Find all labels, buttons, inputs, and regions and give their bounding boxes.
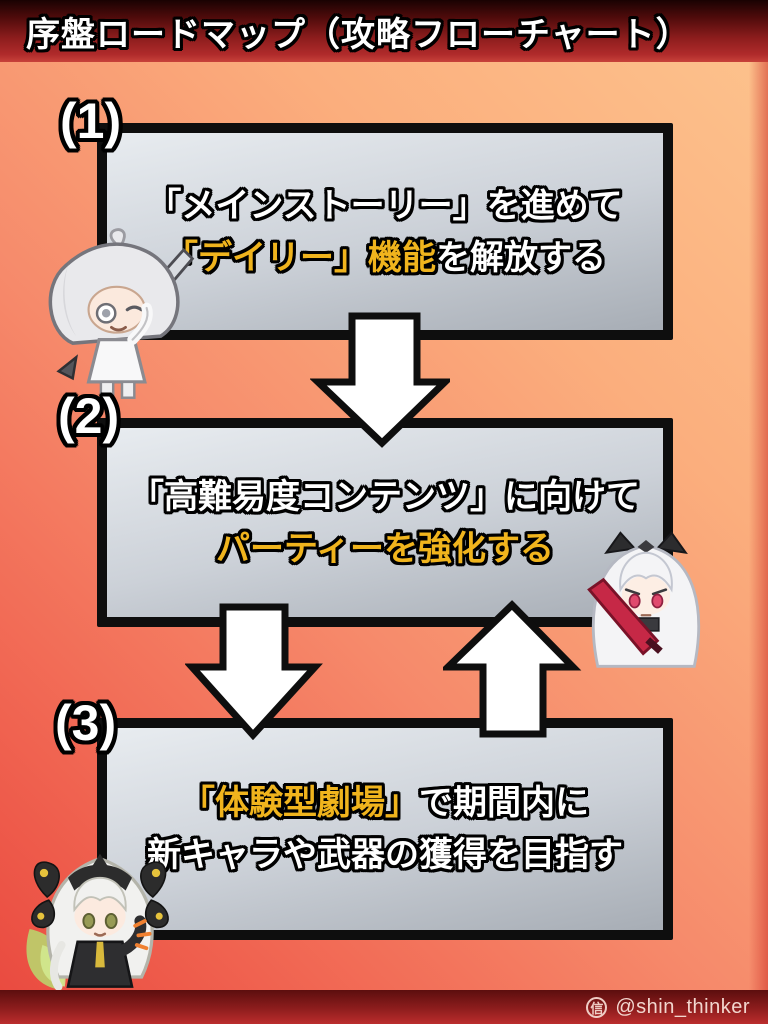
step-3-number: (3) [55, 695, 117, 751]
footer-bar: 信 @shin_thinker [0, 990, 768, 1024]
character-chibi-sword-girl [48, 228, 195, 399]
character-chibi-butterfly-girl [26, 853, 169, 991]
arrow-down-1-icon [310, 312, 450, 448]
step-3-box: 「体験型劇場」で期間内に 新キャラや武器の獲得を目指す [97, 718, 673, 940]
step-3-line-2: 新キャラや武器の獲得を目指す [147, 838, 623, 872]
step-2-accent-text: パーティーを強化する [216, 529, 554, 568]
step-1-text-2: を解放する [436, 238, 606, 277]
step-2-number: (2) [58, 388, 120, 444]
step-1-text: 「メインストーリー」を進めて [147, 186, 623, 225]
arrow-up-icon [443, 600, 582, 738]
step-3-text: で期間内に [419, 784, 589, 822]
step-2-line-2: パーティーを強化する [216, 532, 554, 566]
title-bar: 序盤ロードマップ（攻略フローチャート） [0, 0, 768, 62]
step-2-line-1: 「高難易度コンテンツ」に向けて [130, 480, 640, 514]
step-3-line-1: 「体験型劇場」で期間内に [181, 786, 589, 820]
step-3-text-2: 新キャラや武器の獲得を目指す [147, 836, 623, 874]
arrow-down-2-icon [185, 603, 323, 740]
step-3-accent-text: 「体験型劇場」 [181, 784, 419, 822]
step-1-box: 「メインストーリー」を進めて 「デイリー」機能を解放する [97, 123, 673, 340]
step-2-text: 「高難易度コンテンツ」に向けて [130, 477, 640, 516]
character-chibi-dark-swordswoman [587, 531, 701, 668]
page-title: 序盤ロードマップ（攻略フローチャート） [26, 15, 691, 54]
step-1-number: (1) [60, 93, 122, 149]
step-1-line-1: 「メインストーリー」を進めて [147, 189, 622, 223]
step-1-accent-text: 「デイリー」機能 [164, 238, 436, 277]
author-badge-icon: 信 [586, 996, 608, 1018]
step-1-line-2: 「デイリー」機能を解放する [164, 241, 606, 275]
author-handle: @shin_thinker [615, 995, 750, 1018]
